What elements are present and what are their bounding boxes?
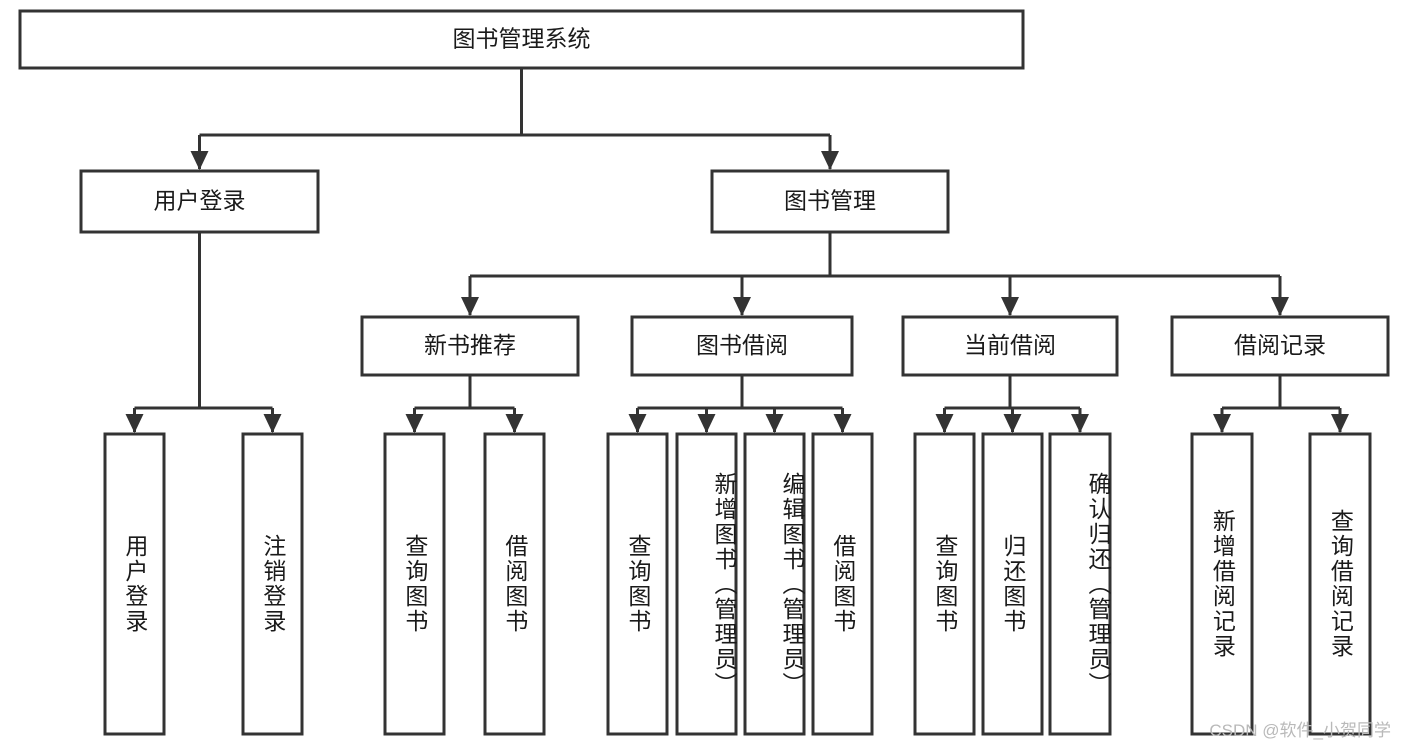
node-box-leaf-edit-book[interactable] xyxy=(743,432,806,736)
node-box-leaf-borrow-book[interactable] xyxy=(811,432,874,736)
node-box-leaf-user-login[interactable] xyxy=(103,432,166,736)
node-box-leaf-query-book-rec[interactable] xyxy=(383,432,446,736)
node-box-book-manage[interactable] xyxy=(710,169,950,234)
connector-arrow xyxy=(1331,414,1349,433)
connector-arrow xyxy=(505,414,524,433)
connector-arrow xyxy=(125,414,144,433)
node-box-leaf-confirm-return[interactable] xyxy=(1048,432,1112,736)
node-box-leaf-add-record[interactable] xyxy=(1190,432,1254,736)
node-box-root[interactable] xyxy=(18,9,1025,70)
node-box-leaf-query-book-borrow[interactable] xyxy=(606,432,669,736)
node-box-leaf-add-book[interactable] xyxy=(675,432,738,736)
connector-arrow xyxy=(263,414,282,433)
connector-arrow xyxy=(833,414,852,433)
node-boxes-layer xyxy=(18,9,1390,736)
connector-arrow xyxy=(733,297,751,316)
node-box-leaf-borrow-book-rec[interactable] xyxy=(483,432,546,736)
node-box-new-book-rec[interactable] xyxy=(360,315,580,377)
node-box-current-borrow[interactable] xyxy=(901,315,1119,377)
node-label-user-login: 用户登录 xyxy=(154,188,246,214)
node-box-leaf-logout[interactable] xyxy=(241,432,304,736)
connector-arrow xyxy=(1003,414,1022,433)
connector-arrow xyxy=(1071,414,1089,433)
connector-arrow xyxy=(935,414,954,433)
node-label-root: 图书管理系统 xyxy=(453,26,591,52)
connector-arrow xyxy=(765,414,784,433)
node-label-new-book-rec: 新书推荐 xyxy=(424,332,516,358)
node-label-book-manage: 图书管理 xyxy=(784,188,876,214)
connector-arrow xyxy=(461,297,479,316)
connector-arrow xyxy=(821,151,839,170)
node-box-leaf-query-record[interactable] xyxy=(1308,432,1372,736)
node-box-user-login[interactable] xyxy=(79,169,320,234)
node-label-current-borrow: 当前借阅 xyxy=(964,332,1056,358)
node-box-borrow-record[interactable] xyxy=(1170,315,1390,377)
connector-arrow xyxy=(405,414,424,433)
connector-arrow xyxy=(1001,297,1019,316)
connector-arrow xyxy=(628,414,647,433)
connector-arrow xyxy=(1213,414,1231,433)
connector-arrow xyxy=(190,151,209,170)
node-box-leaf-return-book[interactable] xyxy=(981,432,1044,736)
connector-arrow xyxy=(1271,297,1289,316)
connectors-layer xyxy=(125,68,1349,433)
node-label-book-borrow: 图书借阅 xyxy=(696,332,788,358)
node-label-borrow-record: 借阅记录 xyxy=(1234,332,1326,358)
connector-arrow xyxy=(697,414,716,433)
node-box-book-borrow[interactable] xyxy=(630,315,854,377)
node-box-leaf-query-book-cur[interactable] xyxy=(913,432,976,736)
csdn-watermark: CSDN @软件_小贺同学 xyxy=(1209,721,1391,740)
